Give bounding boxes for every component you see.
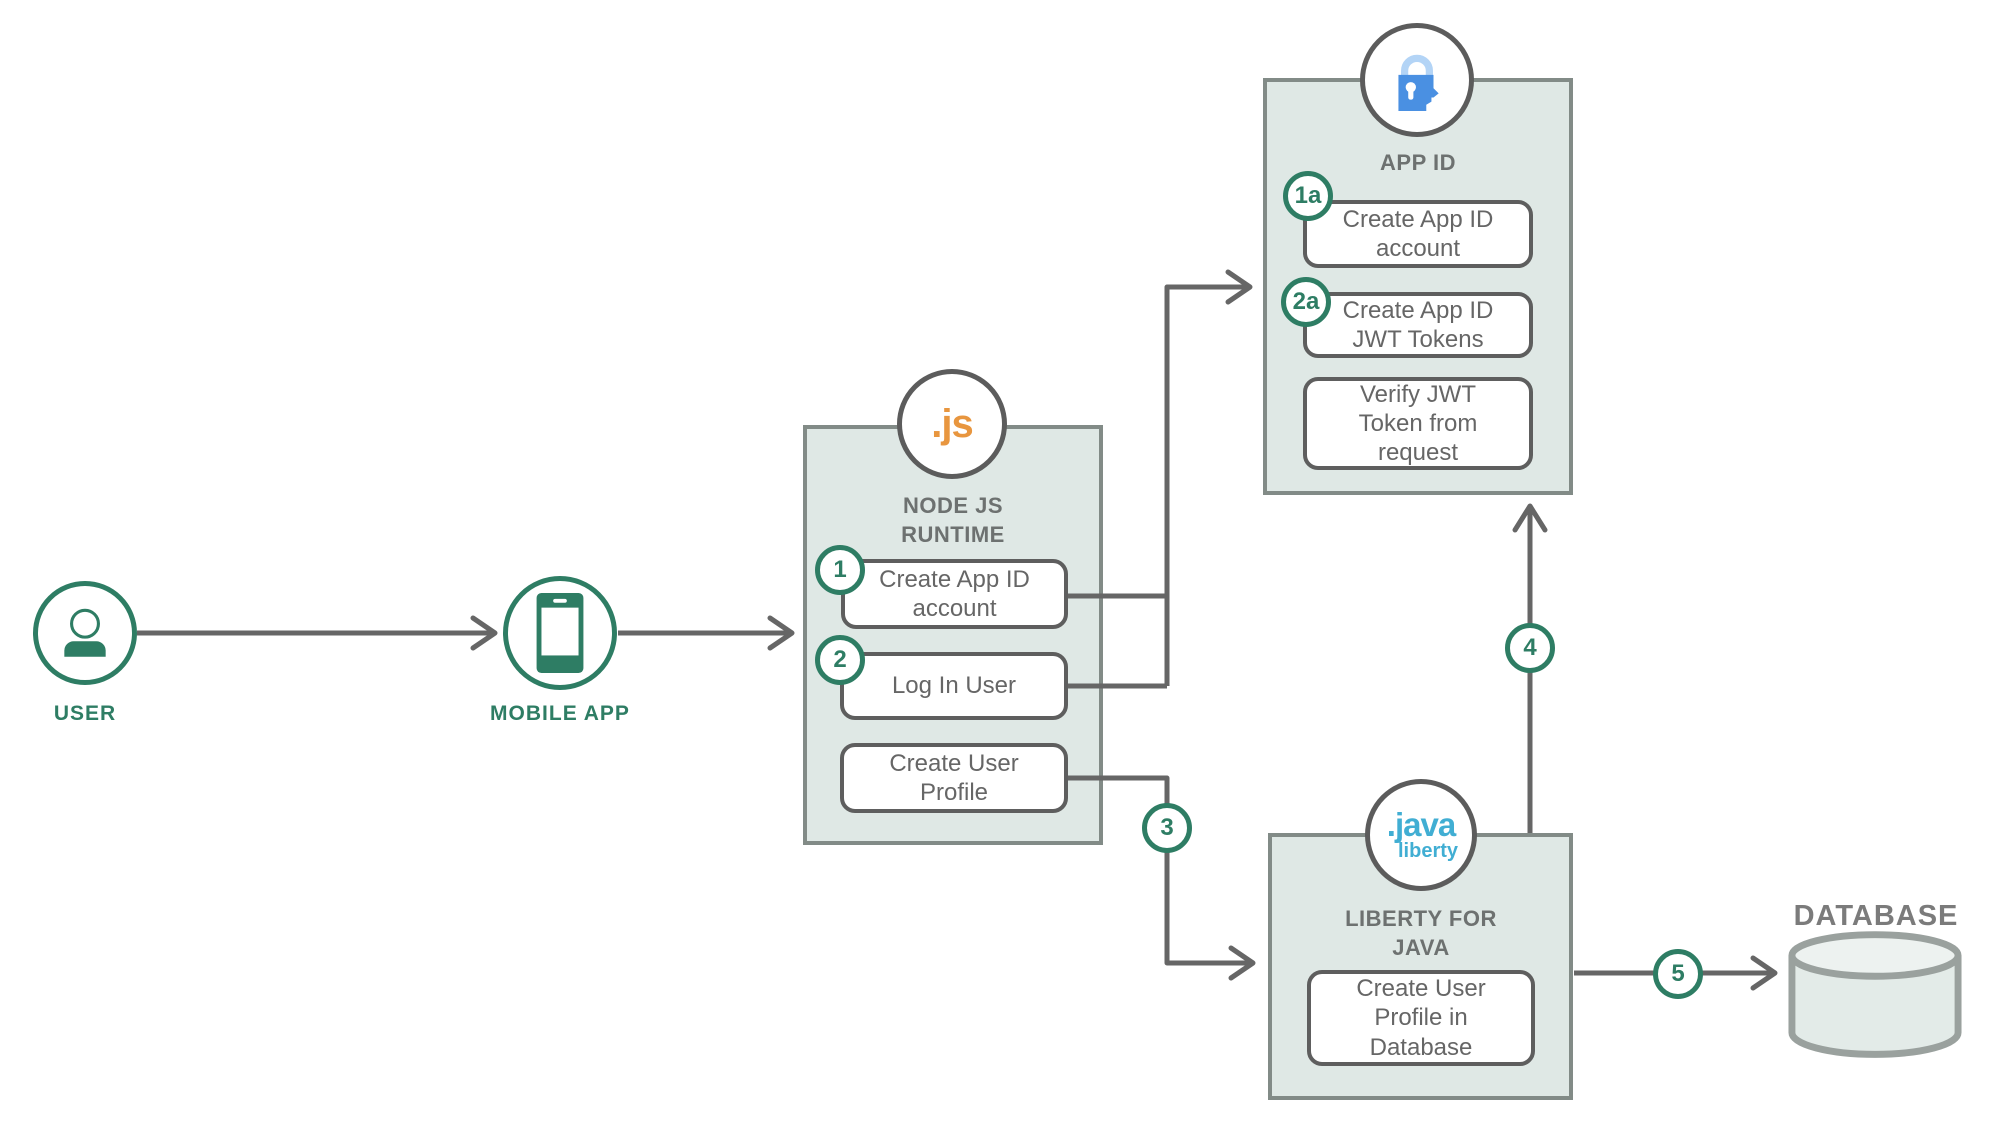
nodejs-logo: .js bbox=[931, 401, 973, 446]
smartphone-icon bbox=[536, 593, 584, 673]
app-id-icon-circle bbox=[1360, 23, 1474, 137]
badge-step-2a: 2a bbox=[1281, 277, 1331, 327]
badge-step-2: 2 bbox=[815, 635, 865, 685]
mobile-app-label: MOBILE APP bbox=[490, 702, 630, 725]
step-create-appid-jwt-tokens: Create App ID JWT Tokens bbox=[1303, 292, 1533, 358]
step-create-appid-account-nodejs: Create App ID account bbox=[841, 559, 1068, 629]
badge-flow-5: 5 bbox=[1653, 949, 1703, 999]
database-label: DATABASE bbox=[1793, 900, 1959, 932]
step-create-user-profile: Create User Profile bbox=[840, 743, 1068, 813]
badge-flow-3: 3 bbox=[1142, 803, 1192, 853]
person-icon bbox=[64, 608, 106, 657]
liberty-icon-circle: .java liberty bbox=[1365, 779, 1477, 891]
user-node bbox=[33, 581, 137, 685]
app-id-label: APP ID bbox=[1380, 150, 1456, 175]
user-label: USER bbox=[53, 702, 117, 725]
database-cylinder-icon bbox=[1788, 931, 1962, 1058]
badge-flow-4: 4 bbox=[1505, 623, 1555, 673]
app-id-lock-icon bbox=[1398, 54, 1439, 111]
step-log-in-user: Log In User bbox=[840, 652, 1068, 720]
step-create-appid-account-appid: Create App ID account bbox=[1303, 200, 1533, 268]
liberty-for-java-label: LIBERTY FOR JAVA bbox=[1345, 906, 1497, 960]
badge-step-1a: 1a bbox=[1283, 171, 1333, 221]
mobile-app-node bbox=[503, 576, 617, 690]
step-create-user-profile-in-database: Create User Profile in Database bbox=[1307, 970, 1535, 1066]
nodejs-icon-circle: .js bbox=[897, 369, 1007, 479]
badge-step-1: 1 bbox=[815, 545, 865, 595]
step-verify-jwt-token: Verify JWT Token from request bbox=[1303, 377, 1533, 470]
java-liberty-logo: .java liberty bbox=[1386, 806, 1459, 862]
nodejs-runtime-label: NODE JS RUNTIME bbox=[901, 493, 1005, 547]
